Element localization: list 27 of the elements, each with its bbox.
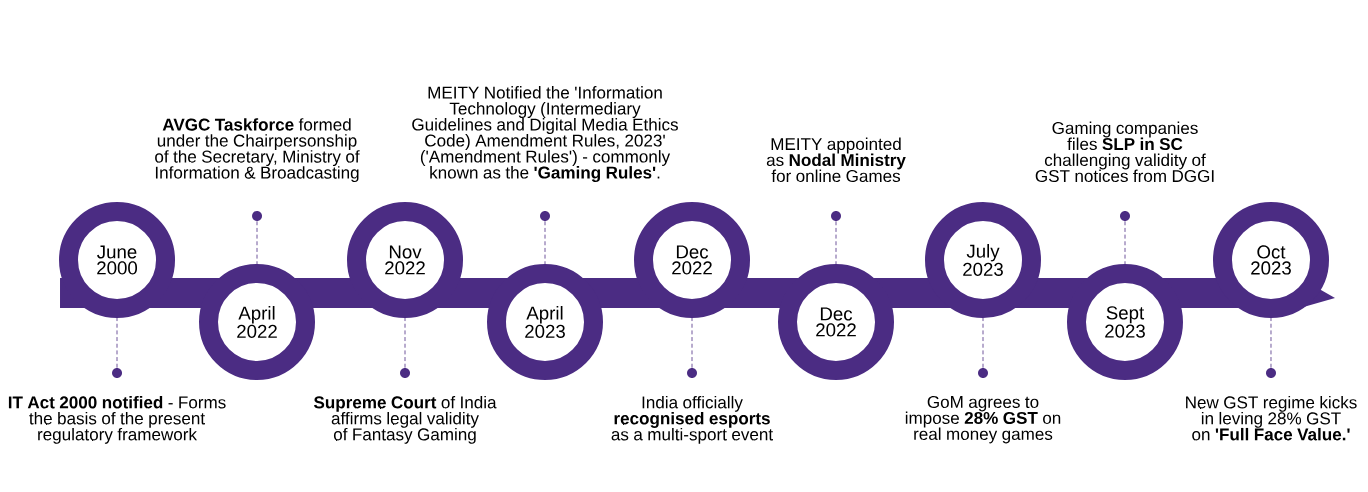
leader-line <box>835 220 837 265</box>
milestone-text: MEITY Notified the 'Information Technology (Intermediary Guidelines and Digital Media Ethics Code) Amendment Rules, 2023' ('Amendment Rules') - commonly known as the 'Gaming Rules'. <box>412 86 678 183</box>
milestone-text: Gaming companies files SLP in SC challenging validity of GST notices from DGGI <box>1035 121 1214 183</box>
leader-line <box>404 317 406 369</box>
milestone-text: GoM agrees to impose 28% GST on real money games <box>905 395 1061 444</box>
leader-line <box>116 317 118 369</box>
milestone-text: India officially recognised esports as a multi-sport event <box>611 395 773 444</box>
node-label: April 2022 <box>237 306 277 338</box>
leader-line <box>256 220 258 265</box>
milestone-text: MEITY appointed as Nodal Ministry for online Games <box>766 137 906 183</box>
node-label: Oct 2023 <box>1251 245 1291 275</box>
milestone-text: IT Act 2000 notified - Forms the basis of the present regulatory framework <box>8 395 226 444</box>
leader-line <box>544 220 546 265</box>
node-label: April 2023 <box>525 306 565 338</box>
milestone-text: Supreme Court of India affirms legal validity of Fantasy Gaming <box>313 395 497 444</box>
leader-line <box>1124 220 1126 265</box>
node-label: Nov 2022 <box>385 245 425 275</box>
milestone-text: AVGC Taskforce formed under the Chairpersonship of the Secretary, Ministry of Information & Broadcasting <box>155 118 360 183</box>
leader-line <box>691 317 693 369</box>
node-label: Dec 2022 <box>816 307 856 337</box>
milestone-text: New GST regime kicks in leving 28% GST on 'Full Face Value.' <box>1186 395 1357 441</box>
node-label: Sept 2023 <box>1105 306 1145 338</box>
node-label: July 2023 <box>963 244 1003 276</box>
node-label: Dec 2022 <box>672 245 712 275</box>
leader-line <box>1270 317 1272 369</box>
leader-line <box>982 317 984 369</box>
node-label: June 2000 <box>97 245 138 275</box>
